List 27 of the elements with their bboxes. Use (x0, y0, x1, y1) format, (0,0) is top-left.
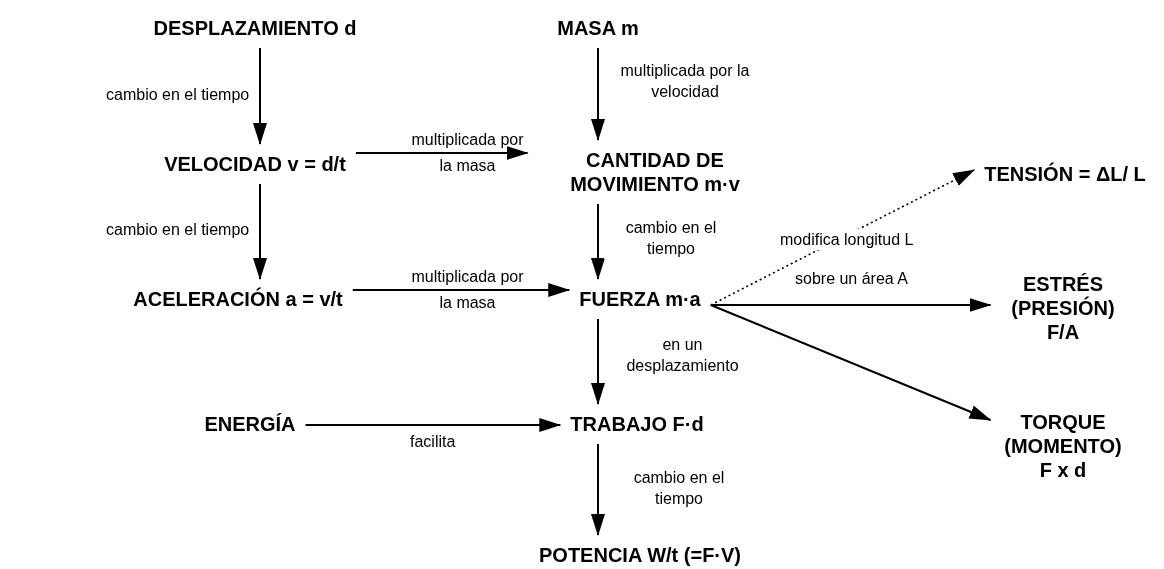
concept-text: TORQUE (MOMENTO) F x d (996, 408, 1130, 484)
arrow (591, 443, 605, 536)
arrow (709, 304, 992, 421)
concept-text: CANTIDAD DE MOVIMIENTO m·v (533, 146, 777, 198)
arrow (591, 47, 605, 141)
concept-text: DESPLAZAMIENTO d (149, 14, 361, 42)
concept-text: ACELERACIÓN a = v/t (129, 285, 347, 313)
edge-label: multiplicada por la masa (410, 267, 525, 313)
concept-text: MASA m (553, 14, 643, 42)
arrow (351, 283, 571, 297)
arrow (591, 203, 605, 280)
edge-label: modifica longitud L (778, 229, 916, 250)
concept-text: TRABAJO F·d (566, 410, 708, 438)
arrow (354, 146, 529, 160)
concept-text: ESTRÉS (PRESIÓN) F/A (996, 270, 1130, 346)
concept-text: FUERZA m·a (575, 285, 705, 313)
arrow (253, 47, 267, 145)
concept-text: POTENCIA W/t (=F·V) (535, 541, 745, 569)
concept-text: ENERGÍA (200, 410, 300, 438)
edge-label: multiplicada por la masa (410, 130, 525, 176)
arrow (591, 318, 605, 405)
arrow (253, 183, 267, 280)
concept-text: TENSIÓN = ΔL/ L (980, 160, 1150, 188)
arrow (709, 298, 992, 312)
dotted-arrow (709, 169, 976, 306)
arrow (304, 418, 562, 432)
concept-text: VELOCIDAD v = d/t (160, 150, 350, 178)
